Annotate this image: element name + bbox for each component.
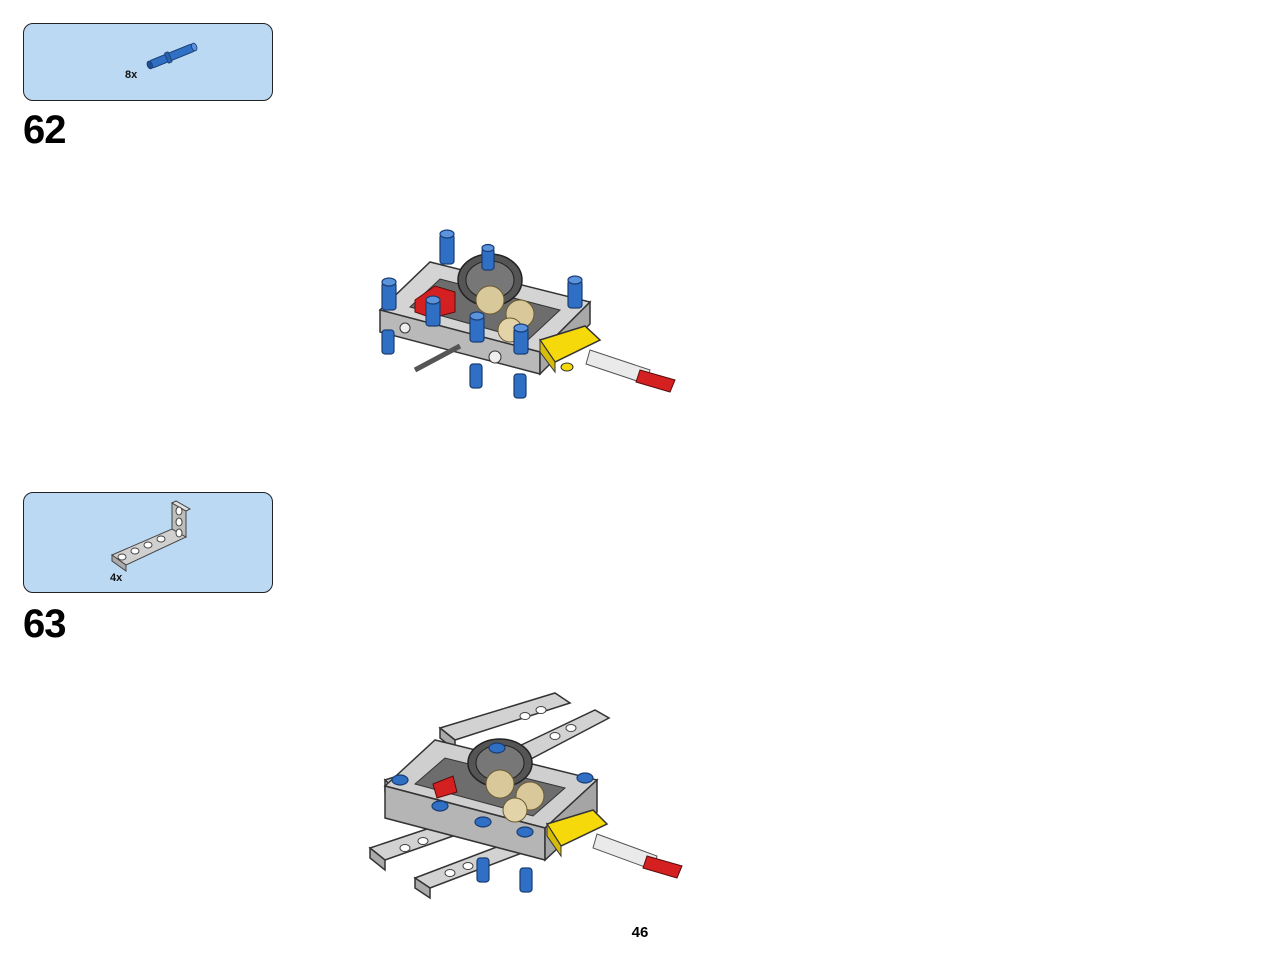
gray-l-beam-icon xyxy=(110,500,192,572)
blue-pin-icon xyxy=(146,42,198,70)
page-number: 46 xyxy=(631,924,649,941)
parts-callout-step-63: 4x xyxy=(23,492,273,593)
step-number: 62 xyxy=(23,108,66,152)
step-number: 63 xyxy=(23,602,66,646)
parts-callout-step-62: 8x xyxy=(23,23,273,101)
part-quantity: 8x xyxy=(125,69,138,81)
part-quantity: 4x xyxy=(110,572,123,584)
model-assembly-step-63 xyxy=(368,692,683,900)
model-assembly-step-62 xyxy=(378,229,676,399)
